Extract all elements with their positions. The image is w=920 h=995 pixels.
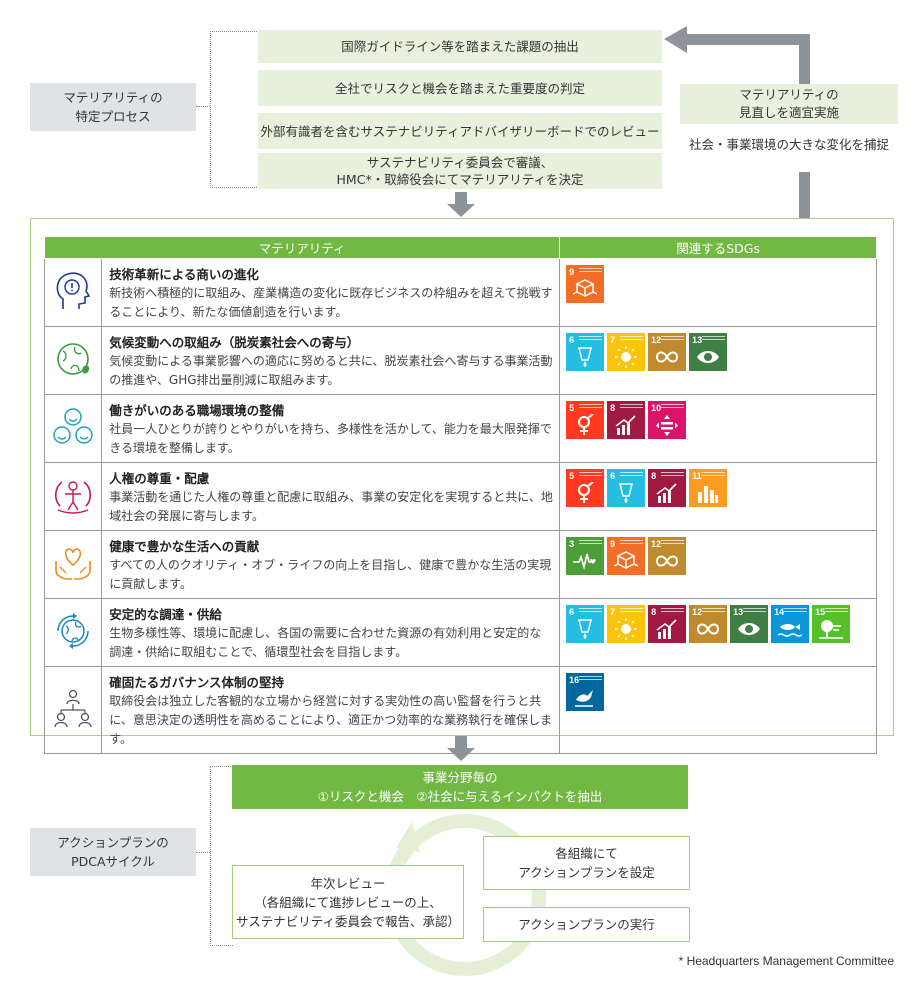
materiality-table: マテリアリティ 関連するSDGs 技術革新による商いの進化 新技術へ積極的に取組… xyxy=(43,236,877,754)
materiality-desc: 取締役会は独立した客観的な立場から経営に対する実効性の高い監督を行うと共に、意思… xyxy=(109,694,553,746)
header-materiality: マテリアリティ xyxy=(43,236,561,259)
table-row: 気候変動への取組み（脱炭素社会への寄与） 気候変動による事業影響への適応に努める… xyxy=(43,326,877,395)
materiality-title: 技術革新による商いの進化 xyxy=(109,267,259,282)
materiality-title: 安定的な調達・供給 xyxy=(109,607,222,622)
materiality-desc: 生物多様性等、環境に配慮し、各国の需要に合わせた資源の有効利用と安定的な調達・供… xyxy=(109,626,542,659)
process-connector xyxy=(196,106,210,107)
pdca-set-box: 各組織にて アクションプランを設定 xyxy=(483,836,690,890)
sdg-goal-13-icon: 13 xyxy=(730,605,769,643)
header-sdgs: 関連するSDGs xyxy=(559,236,877,259)
materiality-title: 働きがいのある職場環境の整備 xyxy=(109,403,285,418)
pdca-connector xyxy=(196,852,210,853)
sdg-goal-9-icon: 9 xyxy=(566,265,605,303)
sdg-goal-6-icon: 6 xyxy=(566,333,605,371)
table-row: 安定的な調達・供給 生物多様性等、環境に配慮し、各国の需要に合わせた資源の有効利… xyxy=(43,598,877,667)
footnote: * Headquarters Management Committee xyxy=(678,954,894,968)
table-header: マテリアリティ 関連するSDGs xyxy=(43,236,877,259)
sdg-goal-12-icon: 12 xyxy=(689,605,728,643)
sdg-list: 16 xyxy=(566,673,870,711)
materiality-desc: 気候変動による事業影響への適応に努めると共に、脱炭素社会へ寄与する事業活動の推進… xyxy=(109,354,553,387)
process-step-4: サステナビリティ委員会で審議、 HMC*・取締役会にてマテリアリティを決定 xyxy=(258,153,662,189)
table-row: 人権の尊重・配慮 事業活動を通じた人権の尊重と配慮に取組み、事業の安定化を実現す… xyxy=(43,462,877,531)
lightbulb-head-icon xyxy=(43,258,103,327)
review-box: マテリアリティの 見直しを適宜実施 社会・事業環境の大きな変化を捕捉 xyxy=(680,84,898,172)
pdca-label: アクションプランの PDCAサイクル xyxy=(30,828,196,876)
process-step-1: 国際ガイドライン等を踏まえた課題の抽出 xyxy=(258,30,662,63)
pdca-top-box: 事業分野毎の ①リスクと機会 ②社会に与えるインパクトを抽出 xyxy=(232,765,688,809)
materiality-title: 人権の尊重・配慮 xyxy=(109,471,210,486)
pdca-annual-review-box: 年次レビュー （各組織にて進捗レビューの上、 サステナビリティ委員会で報告、承認… xyxy=(232,865,464,939)
down-arrow-icon xyxy=(447,192,475,217)
table-row: 確固たるガバナンス体制の堅持 取締役会は独立した客観的な立場から経営に対する実効… xyxy=(43,666,877,754)
sdg-goal-6-icon: 6 xyxy=(607,469,646,507)
sdg-goal-7-icon: 7 xyxy=(607,605,646,643)
sdg-goal-8-icon: 8 xyxy=(607,401,646,439)
sdg-goal-9-icon: 9 xyxy=(607,537,646,575)
table-row: 健康で豊かな生活への貢献 すべての人のクオリティ・オブ・ライフの向上を目指し、健… xyxy=(43,530,877,599)
review-label: マテリアリティの 見直しを適宜実施 xyxy=(680,84,898,124)
globe-leaf-icon xyxy=(43,326,103,395)
process-bracket xyxy=(210,31,259,188)
people-hands-icon xyxy=(43,462,103,531)
materiality-title: 健康で豊かな生活への貢献 xyxy=(109,539,260,554)
sdg-goal-8-icon: 8 xyxy=(648,469,687,507)
materiality-title: 気候変動への取組み（脱炭素社会への寄与） xyxy=(109,335,360,350)
sdg-list: 9 xyxy=(566,265,870,303)
sdg-goal-12-icon: 12 xyxy=(648,333,687,371)
sdg-goal-5-icon: 5 xyxy=(566,469,605,507)
process-step-2: 全社でリスクと機会を踏まえた重要度の判定 xyxy=(258,70,662,106)
pdca-bracket xyxy=(210,766,233,946)
sdg-goal-13-icon: 13 xyxy=(689,333,728,371)
sdg-goal-14-icon: 14 xyxy=(771,605,810,643)
materiality-desc: すべての人のクオリティ・オブ・ライフの向上を目指し、健康で豊かな生活の実現に貢献… xyxy=(109,558,552,591)
org-people-icon xyxy=(43,666,103,754)
sdg-goal-3-icon: 3 xyxy=(566,537,605,575)
review-note: 社会・事業環境の大きな変化を捕捉 xyxy=(688,137,889,152)
process-label: マテリアリティの 特定プロセス xyxy=(30,83,196,131)
table-row: 働きがいのある職場環境の整備 社員一人ひとりが誇りとやりがいを持ち、多様性を活か… xyxy=(43,394,877,463)
materiality-title: 確固たるガバナンス体制の堅持 xyxy=(109,675,285,690)
materiality-desc: 社員一人ひとりが誇りとやりがいを持ち、多様性を活かして、能力を最大限発揮できる環… xyxy=(109,422,552,455)
materiality-desc: 新技術へ積極的に取組み、産業構造の変化に既存ビジネスの枠組みを超えて挑戦すること… xyxy=(109,286,553,319)
sdg-goal-12-icon: 12 xyxy=(648,537,687,575)
sdg-goal-11-icon: 11 xyxy=(689,469,728,507)
process-step-3: 外部有識者を含むサステナビリティアドバイザリーボードでのレビュー xyxy=(258,113,662,149)
smiling-faces-icon xyxy=(43,394,103,463)
sdg-goal-6-icon: 6 xyxy=(566,605,605,643)
down-arrow-icon xyxy=(447,736,475,761)
sdg-goal-8-icon: 8 xyxy=(648,605,687,643)
sdg-goal-16-icon: 16 xyxy=(566,673,605,711)
globe-cycle-icon xyxy=(43,598,103,667)
sdg-goal-7-icon: 7 xyxy=(607,333,646,371)
heart-hands-icon xyxy=(43,530,103,599)
table-row: 技術革新による商いの進化 新技術へ積極的に取組み、産業構造の変化に既存ビジネスの… xyxy=(43,258,877,327)
materiality-desc: 事業活動を通じた人権の尊重と配慮に取組み、事業の安定化を実現すると共に、地域社会… xyxy=(109,490,553,523)
sdg-goal-10-icon: 10 xyxy=(648,401,687,439)
sdg-goal-15-icon: 15 xyxy=(812,605,851,643)
pdca-execute-box: アクションプランの実行 xyxy=(483,907,690,942)
sdg-goal-5-icon: 5 xyxy=(566,401,605,439)
